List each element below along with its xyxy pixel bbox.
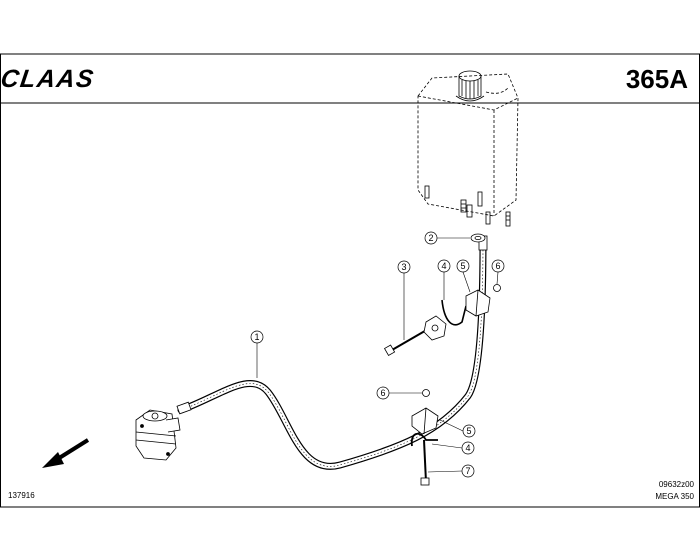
callout-2: 2 <box>424 231 438 245</box>
lower-bracket-assembly <box>410 389 439 486</box>
svg-text:4: 4 <box>441 261 446 271</box>
upper-bracket-assembly <box>383 284 501 357</box>
svg-text:1: 1 <box>254 332 259 342</box>
callout-1: 1 <box>250 330 264 344</box>
callout-5-upper: 5 <box>456 259 470 273</box>
steering-unit <box>135 409 181 461</box>
drawing-number: 137916 <box>8 491 35 500</box>
callout-7: 7 <box>461 464 475 478</box>
callout-4-upper: 4 <box>437 259 451 273</box>
page-code: 365A <box>626 64 688 94</box>
brand-logo: CLAAS <box>0 65 96 93</box>
svg-text:5: 5 <box>466 426 471 436</box>
model-name: MEGA 350 <box>655 492 694 501</box>
callout-4-lower: 4 <box>461 441 475 455</box>
tank-studs <box>424 185 511 227</box>
callout-3: 3 <box>397 260 411 274</box>
washer <box>470 233 486 243</box>
svg-text:4: 4 <box>465 443 470 453</box>
svg-text:6: 6 <box>495 261 500 271</box>
callout-5-lower: 5 <box>462 424 476 438</box>
svg-text:5: 5 <box>460 261 465 271</box>
callout-6-upper: 6 <box>491 259 505 273</box>
direction-arrow <box>42 438 90 468</box>
svg-text:2: 2 <box>428 233 433 243</box>
filler-cap <box>455 70 485 102</box>
svg-text:6: 6 <box>380 388 385 398</box>
revision-code: 09632z00 <box>659 480 695 489</box>
callout-6-lower: 6 <box>376 386 390 400</box>
hydraulic-hose <box>176 235 488 470</box>
sheet-frame <box>0 53 700 508</box>
svg-text:3: 3 <box>401 262 406 272</box>
svg-text:7: 7 <box>465 466 470 476</box>
oil-reservoir <box>417 70 519 227</box>
leader-lines <box>256 237 499 473</box>
